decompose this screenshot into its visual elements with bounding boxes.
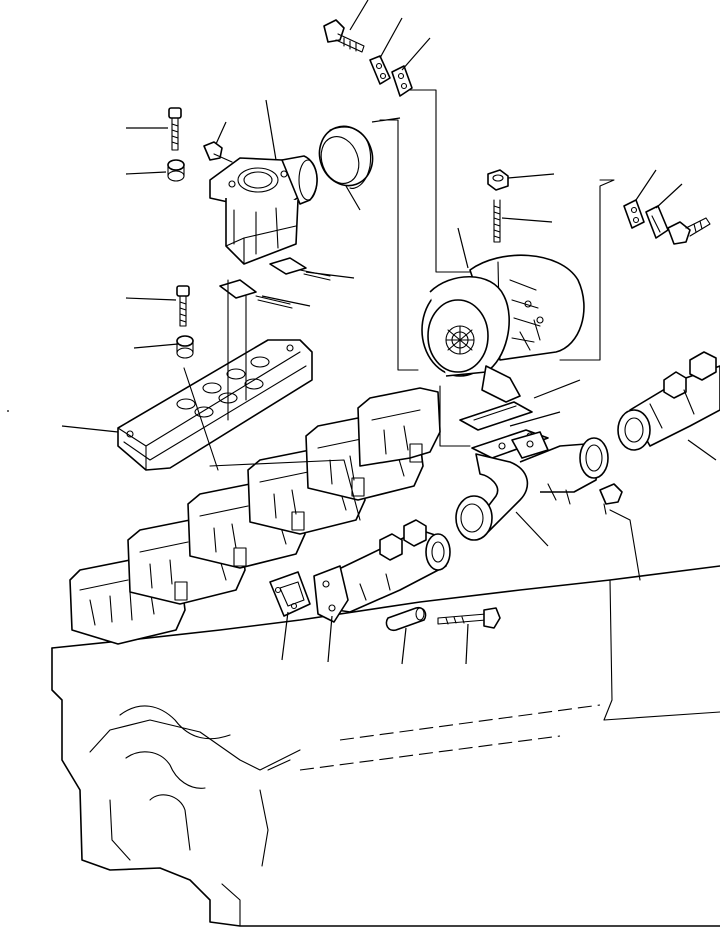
manifold-gasket: [269, 571, 311, 617]
exhaust-manifold-rear: [617, 351, 720, 451]
bracket-shims: [219, 257, 331, 309]
small-bolt: [203, 141, 233, 163]
exhaust-cover-plate: [117, 339, 313, 471]
mounting-bolt: [323, 19, 365, 53]
exhaust-manifold-front: [313, 519, 451, 623]
cover-washer: [176, 335, 194, 359]
bolt: [667, 217, 711, 245]
stud: [493, 199, 501, 243]
turbocharger: [421, 254, 585, 403]
elbow-bolt: [168, 107, 182, 151]
elbow-bracket: [209, 155, 318, 265]
exhaust-outlet-pipe: [455, 431, 609, 541]
elbow-washer: [167, 159, 185, 182]
lock-plate: [369, 55, 391, 85]
engine-block: [51, 565, 720, 927]
cylinder-heads: [69, 387, 441, 645]
v-clamp-ring: [318, 125, 374, 189]
outlet-bolt: [599, 483, 623, 515]
clamp-plate: [391, 65, 413, 97]
nut: [487, 169, 509, 191]
leader-lines: [7, 0, 717, 665]
plate-right-1: [623, 199, 645, 229]
spacer: [385, 606, 427, 632]
plate-right-2: [645, 205, 669, 239]
cover-bolt: [176, 285, 190, 327]
manifold-bolt: [437, 607, 501, 629]
